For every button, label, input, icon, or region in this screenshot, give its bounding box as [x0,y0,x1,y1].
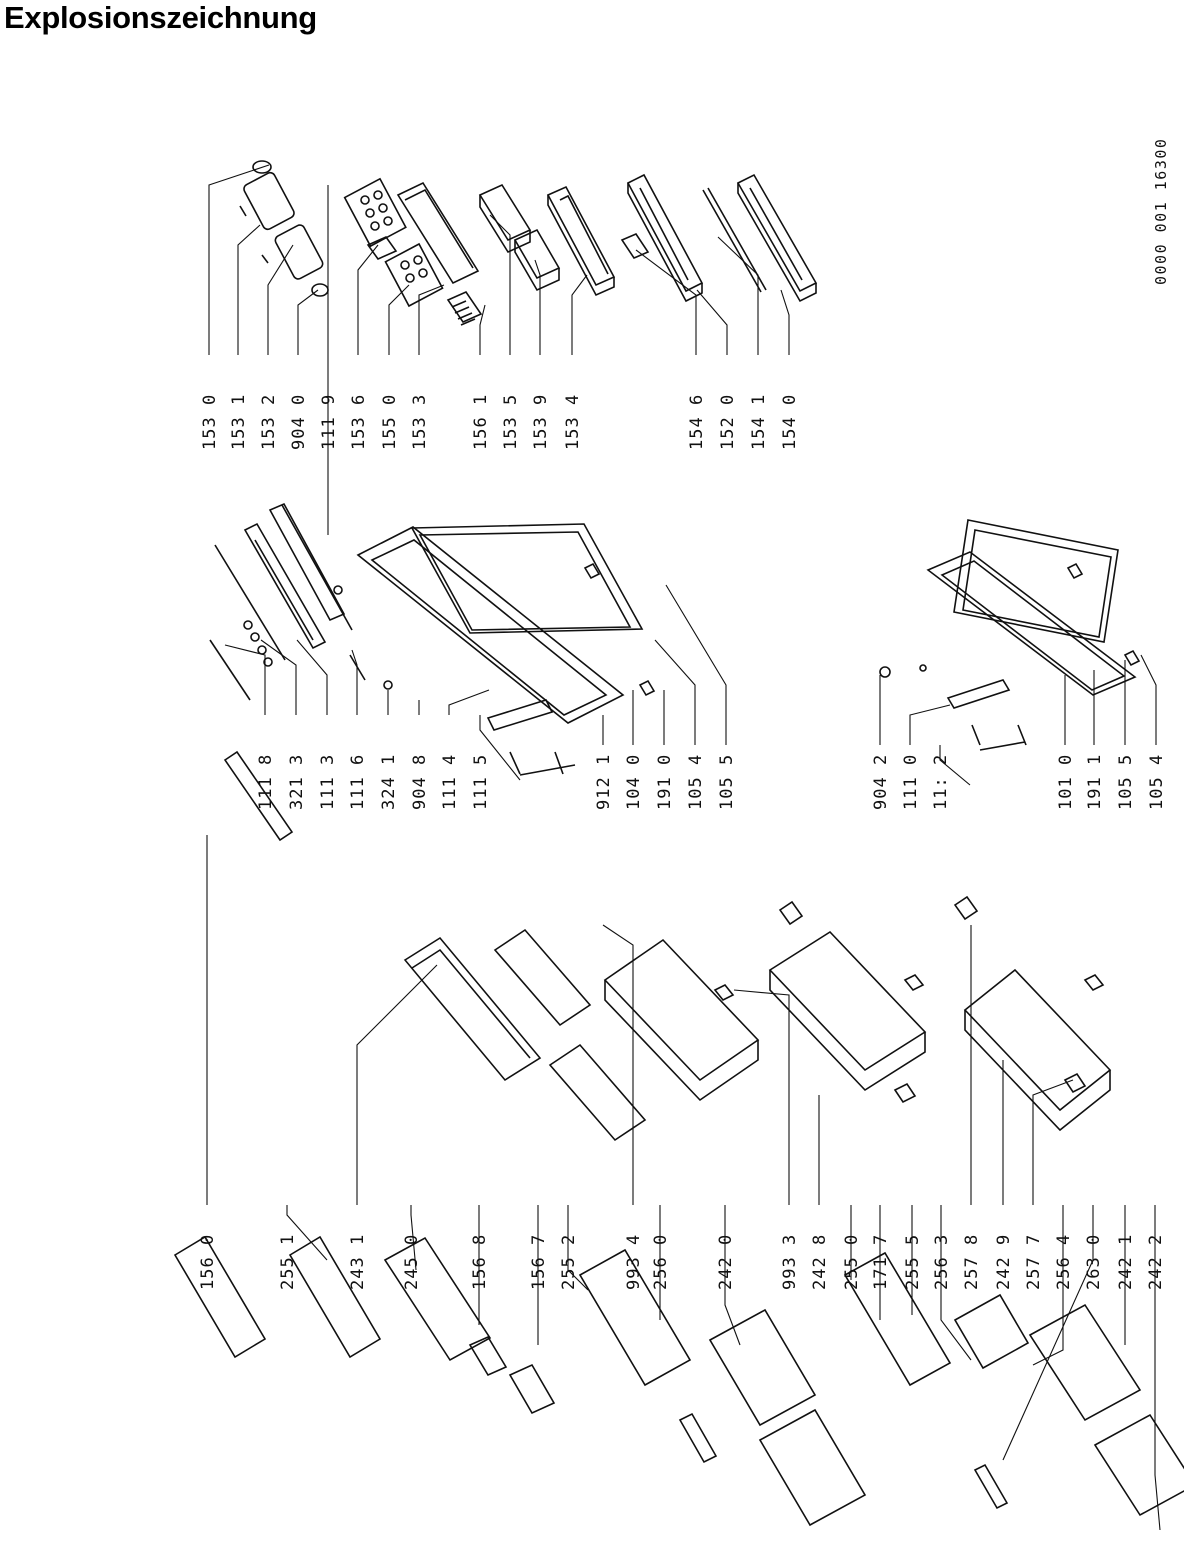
freezer-parts [173,750,1184,1527]
part-number-label: 191 1 [1085,754,1105,810]
part-number-label: 993 3 [780,1234,800,1290]
part-number-label: 105 4 [1147,754,1167,810]
door-shelf-part [396,181,483,326]
part-number-label: 104 0 [624,754,644,810]
part-number-label: 242 8 [810,1234,830,1290]
part-number-label: 257 7 [1024,1234,1044,1290]
part-number-label: 105 5 [717,754,737,810]
part-number-label: 256 0 [651,1234,671,1290]
butter-dish-part [239,160,329,297]
upper-door-labels: 111 8 321 3 111 3 111 6 324 1 904 8 111 4 111 5… [256,754,737,810]
part-number-label: 153 9 [531,394,551,450]
part-number-label: 101 0 [1056,754,1076,810]
part-number-label: 263 0 [1084,1234,1104,1290]
part-number-label: 243 1 [348,1234,368,1290]
part-number-label: 154 6 [687,394,707,450]
part-number-label: 111 8 [256,754,276,810]
part-number-label: 156 1 [471,394,491,450]
part-number-label: 255 5 [903,1234,923,1290]
part-number-label: 255 0 [842,1234,862,1290]
part-number-label: 152 0 [718,394,738,450]
part-number-label: 111 0 [901,754,921,810]
part-number-label: 154 0 [780,394,800,450]
part-number-label: 912 1 [594,754,614,810]
part-number-label: 156 0 [198,1234,218,1290]
lower-door-assembly [879,519,1141,751]
part-number-label: 993 4 [624,1234,644,1290]
part-number-label: 111 9 [319,394,339,450]
part-number-label: 153 2 [259,394,279,450]
bottle-shelf-part [546,185,616,297]
lower-door-labels: 904 2 111 0 11: 2 101 0 191 1 105 5 105 4 [871,754,1167,810]
part-number-label: 255 1 [278,1234,298,1290]
document-number: 0000 001 16300 [1152,138,1170,285]
part-number-label: 11: 2 [931,754,951,810]
part-number-label: 256 3 [932,1234,952,1290]
fridge-accessories-labels: 153 0 153 1 153 2 904 0 111 9 153 6 155 0 153 3… [200,394,800,450]
part-number-label: 105 4 [686,754,706,810]
egg-tray-part [343,177,444,308]
part-number-label: 257 8 [962,1234,982,1290]
part-number-label: 256 4 [1054,1234,1074,1290]
part-number-label: 171 7 [871,1234,891,1290]
part-number-label: 904 8 [410,754,430,810]
small-box-parts [478,183,561,292]
part-number-label: 153 3 [410,394,430,450]
part-number-label: 153 6 [349,394,369,450]
part-number-label: 153 0 [200,394,220,450]
part-number-label: 255 2 [559,1234,579,1290]
part-number-label: 111 4 [440,754,460,810]
part-number-label: 242 0 [716,1234,736,1290]
part-number-label: 155 0 [380,394,400,450]
part-number-label: 242 9 [994,1234,1014,1290]
part-number-label: 111 3 [318,754,338,810]
part-number-label: 111 5 [471,754,491,810]
part-number-label: 242 1 [1116,1234,1136,1290]
part-number-label: 324 1 [379,754,399,810]
long-shelf-parts [620,173,818,303]
fridge-accessories-parts [239,160,818,326]
part-number-label: 105 5 [1116,754,1136,810]
part-number-label: 245 0 [402,1234,422,1290]
part-number-label: 111 6 [348,754,368,810]
part-number-label: 153 5 [501,394,521,450]
part-number-label: 321 3 [287,754,307,810]
part-number-label: 153 4 [563,394,583,450]
part-number-label: 242 2 [1146,1234,1166,1290]
part-number-label: 904 2 [871,754,891,810]
page-title: Explosionszeichnung [4,0,317,35]
part-number-label: 154 1 [749,394,769,450]
part-number-label: 191 0 [655,754,675,810]
freezer-parts-labels: 156 0 255 1 243 1 245 0 156 8 156 7 255 2 993 4… [198,1234,1166,1290]
part-number-label: 156 8 [470,1234,490,1290]
part-number-label: 156 7 [529,1234,549,1290]
upper-door-assembly [209,502,656,776]
part-number-label: 153 1 [229,394,249,450]
part-number-label: 904 0 [289,394,309,450]
leader-lines [206,164,1161,1531]
